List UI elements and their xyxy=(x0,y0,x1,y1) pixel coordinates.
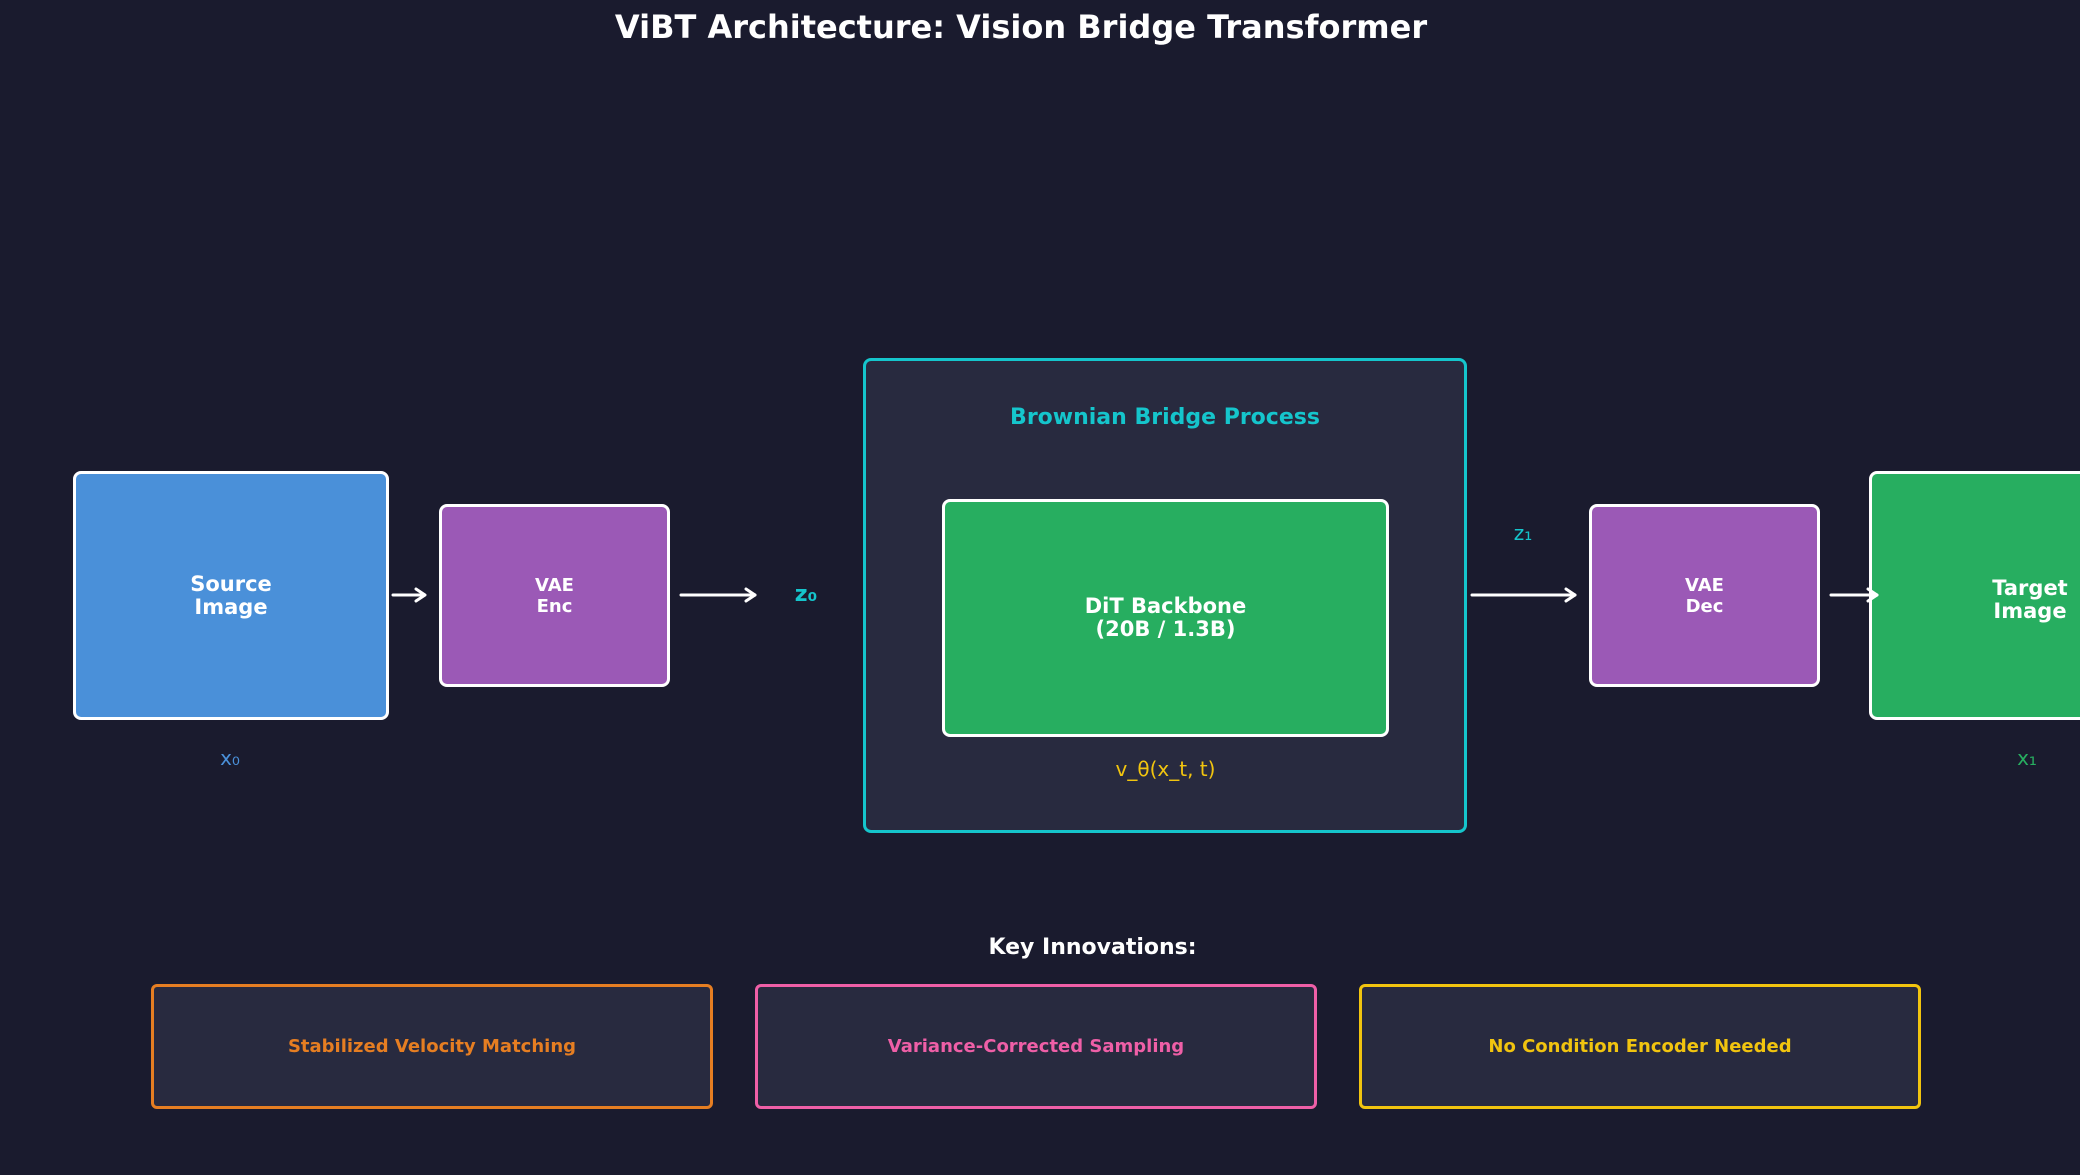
innovations-heading: Key Innovations: xyxy=(988,935,1197,960)
source-variable-label: x₀ xyxy=(220,746,240,770)
target-image-label: Target Image xyxy=(1992,576,2068,623)
brownian-bridge-label: Brownian Bridge Process xyxy=(1010,405,1320,430)
vae-decoder-label: VAE Dec xyxy=(1685,574,1724,617)
innovation-velocity-matching-label: Stabilized Velocity Matching xyxy=(287,1036,577,1057)
vae-decoder-node: VAE Dec xyxy=(1589,504,1820,687)
vae-encoder-label: VAE Enc xyxy=(535,574,574,617)
innovation-no-encoder: No Condition Encoder Needed xyxy=(1359,984,1921,1109)
dit-backbone-label: DiT Backbone (20B / 1.3B) xyxy=(1084,594,1247,641)
target-image-node: Target Image xyxy=(1869,471,2080,720)
vae-encoder-node: VAE Enc xyxy=(439,504,670,687)
latent-z1-label: z₁ xyxy=(1513,521,1533,545)
dit-backbone-node: DiT Backbone (20B / 1.3B) xyxy=(942,499,1389,737)
source-image-node: Source Image xyxy=(73,471,389,720)
target-variable-label: x₁ xyxy=(2017,746,2037,770)
innovation-variance-sampling: Variance-Corrected Sampling xyxy=(755,984,1317,1109)
velocity-formula-label: v_θ(x_t, t) xyxy=(1115,757,1216,781)
diagram-title: ViBT Architecture: Vision Bridge Transfo… xyxy=(614,8,1428,46)
innovation-no-encoder-label: No Condition Encoder Needed xyxy=(1488,1036,1792,1057)
source-image-label: Source Image xyxy=(190,571,272,619)
innovation-variance-sampling-label: Variance-Corrected Sampling xyxy=(887,1036,1185,1057)
innovation-velocity-matching: Stabilized Velocity Matching xyxy=(151,984,713,1109)
latent-z0-label: z₀ xyxy=(794,582,818,607)
